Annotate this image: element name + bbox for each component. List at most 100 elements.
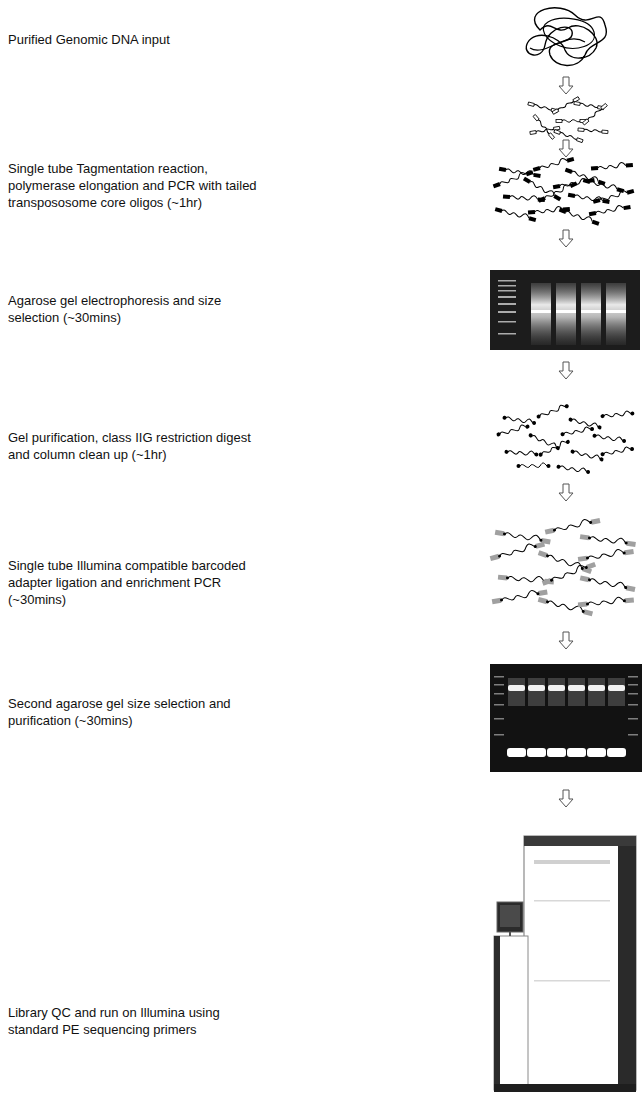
tagged-fragments-part	[583, 177, 625, 193]
genomic-dna	[526, 8, 606, 66]
agarose-gel-part	[490, 270, 640, 350]
agarose-gel-part	[494, 704, 504, 706]
agarose-gel-part	[498, 280, 516, 335]
sequencer-instrument-part	[524, 836, 636, 846]
agarose-gel-part	[587, 748, 606, 757]
agarose-gel-part	[508, 678, 525, 706]
agarose-gel-part	[606, 283, 626, 345]
sequencer-instrument-part	[534, 860, 610, 864]
agarose-gel-part	[628, 693, 638, 695]
step-text: Single tube Illumina compatible barcoded…	[8, 557, 270, 608]
digested-fragments-part	[536, 403, 570, 419]
agarose-gel-part	[498, 333, 516, 335]
agarose-gel-part	[568, 685, 585, 691]
agarose-gel-part	[494, 718, 504, 720]
sequencer-instrument-part	[618, 846, 636, 1090]
agarose-gel-part	[527, 748, 546, 757]
agarose-gel-part	[531, 310, 626, 313]
tagged-fragments	[492, 156, 634, 226]
agarose-gel-part	[494, 734, 504, 736]
agarose-gel-part	[556, 283, 576, 345]
agarose-gel-part	[588, 685, 605, 691]
digested-fragments-part	[517, 463, 551, 468]
sequencer-instrument-part	[534, 980, 610, 982]
agarose-gel-part	[498, 311, 516, 313]
step-arrows-part	[559, 140, 573, 157]
step-arrows-part	[559, 362, 573, 379]
agarose-gel-part	[508, 685, 525, 691]
digested-fragments-part	[592, 432, 626, 443]
step-label: Agarose gel electrophoresis and size sel…	[8, 292, 270, 326]
sequencer-instrument-part	[494, 936, 528, 1090]
sequencer-instrument-part	[524, 836, 636, 1090]
agarose-gel-part	[508, 678, 625, 706]
agarose-gel-part	[508, 685, 625, 691]
adapter-ligated-fragments-part	[489, 540, 545, 561]
step-arrows-part	[559, 77, 573, 94]
step-text: Second agarose gel size selection and pu…	[8, 695, 270, 729]
tagmented-fragments-part	[582, 103, 607, 125]
agarose-gel-part	[606, 310, 626, 313]
sequencer-instrument-part	[534, 900, 610, 902]
agarose-gel-part	[581, 283, 601, 345]
digested-fragments-part	[556, 463, 590, 474]
sequencer-instrument-part	[509, 932, 511, 936]
agarose-gel-part	[498, 280, 516, 282]
tagged-fragments-part	[592, 188, 634, 204]
agarose-gel-part	[547, 748, 566, 757]
adapter-ligated-fragments-part	[580, 574, 636, 592]
tagged-fragments-part	[591, 162, 633, 171]
tagmented-fragments-part	[554, 130, 583, 143]
sequencer-instrument-part	[494, 1084, 636, 1092]
step-arrows-part	[559, 484, 573, 501]
agarose-gel-part	[507, 748, 626, 757]
agarose-gel-part	[556, 310, 576, 313]
tagged-fragments-part	[499, 165, 541, 178]
agarose-gel-part	[494, 676, 504, 678]
agarose-gel-part	[548, 685, 565, 691]
adapter-ligated-fragments	[489, 516, 636, 616]
agarose-gel	[490, 664, 642, 772]
sequencer-instrument-part	[494, 936, 500, 1090]
step-text: Library QC and run on Illumina using sta…	[8, 1004, 270, 1038]
agarose-gel-part	[568, 678, 585, 706]
digested-fragments-part	[538, 438, 571, 457]
digested-fragments-part	[600, 410, 634, 418]
agarose-gel-part	[628, 704, 638, 706]
agarose-gel-part	[548, 678, 565, 706]
agarose-gel-part	[628, 734, 638, 736]
agarose-gel-part	[531, 310, 551, 313]
adapter-ligated-fragments-part	[578, 548, 634, 562]
tagmented-fragments-part	[552, 97, 579, 115]
tagmented-fragments-part	[574, 101, 604, 109]
step-label: Gel purification, class IIG restriction …	[8, 429, 270, 463]
genomic-dna-part	[543, 18, 594, 48]
sequencer-instrument	[494, 836, 636, 1092]
agarose-gel-part	[494, 693, 504, 695]
step-text: Single tube Tagmentation reaction, polym…	[8, 160, 270, 211]
digested-fragments-part	[504, 449, 538, 457]
step-label: Single tube Tagmentation reaction, polym…	[8, 160, 270, 211]
digested-fragments	[496, 403, 635, 475]
step-label: Single tube Illumina compatible barcoded…	[8, 557, 270, 608]
adapter-ligated-fragments-part	[578, 596, 634, 607]
tagmented-fragments-part	[578, 128, 608, 134]
tagmented-fragments	[528, 97, 608, 143]
tagged-fragments-part	[568, 191, 610, 204]
agarose-gel-part	[608, 678, 625, 706]
step-label: Purified Genomic DNA input	[8, 31, 270, 48]
agarose-gel-part	[528, 685, 545, 691]
agarose-gel-part	[608, 685, 625, 691]
agarose-gel-part	[498, 290, 516, 292]
agarose-gel-part	[588, 678, 605, 706]
step-label: Library QC and run on Illumina using sta…	[8, 1004, 270, 1038]
genomic-dna-part	[530, 39, 585, 50]
agarose-gel-part	[628, 718, 638, 720]
step-text: Agarose gel electrophoresis and size sel…	[8, 292, 270, 326]
sequencer-instrument-part	[497, 902, 523, 932]
step-arrows-part	[559, 790, 573, 807]
tagmented-fragments-part	[556, 120, 586, 123]
agarose-gel-part	[628, 676, 638, 678]
agarose-gel-part	[628, 684, 638, 686]
